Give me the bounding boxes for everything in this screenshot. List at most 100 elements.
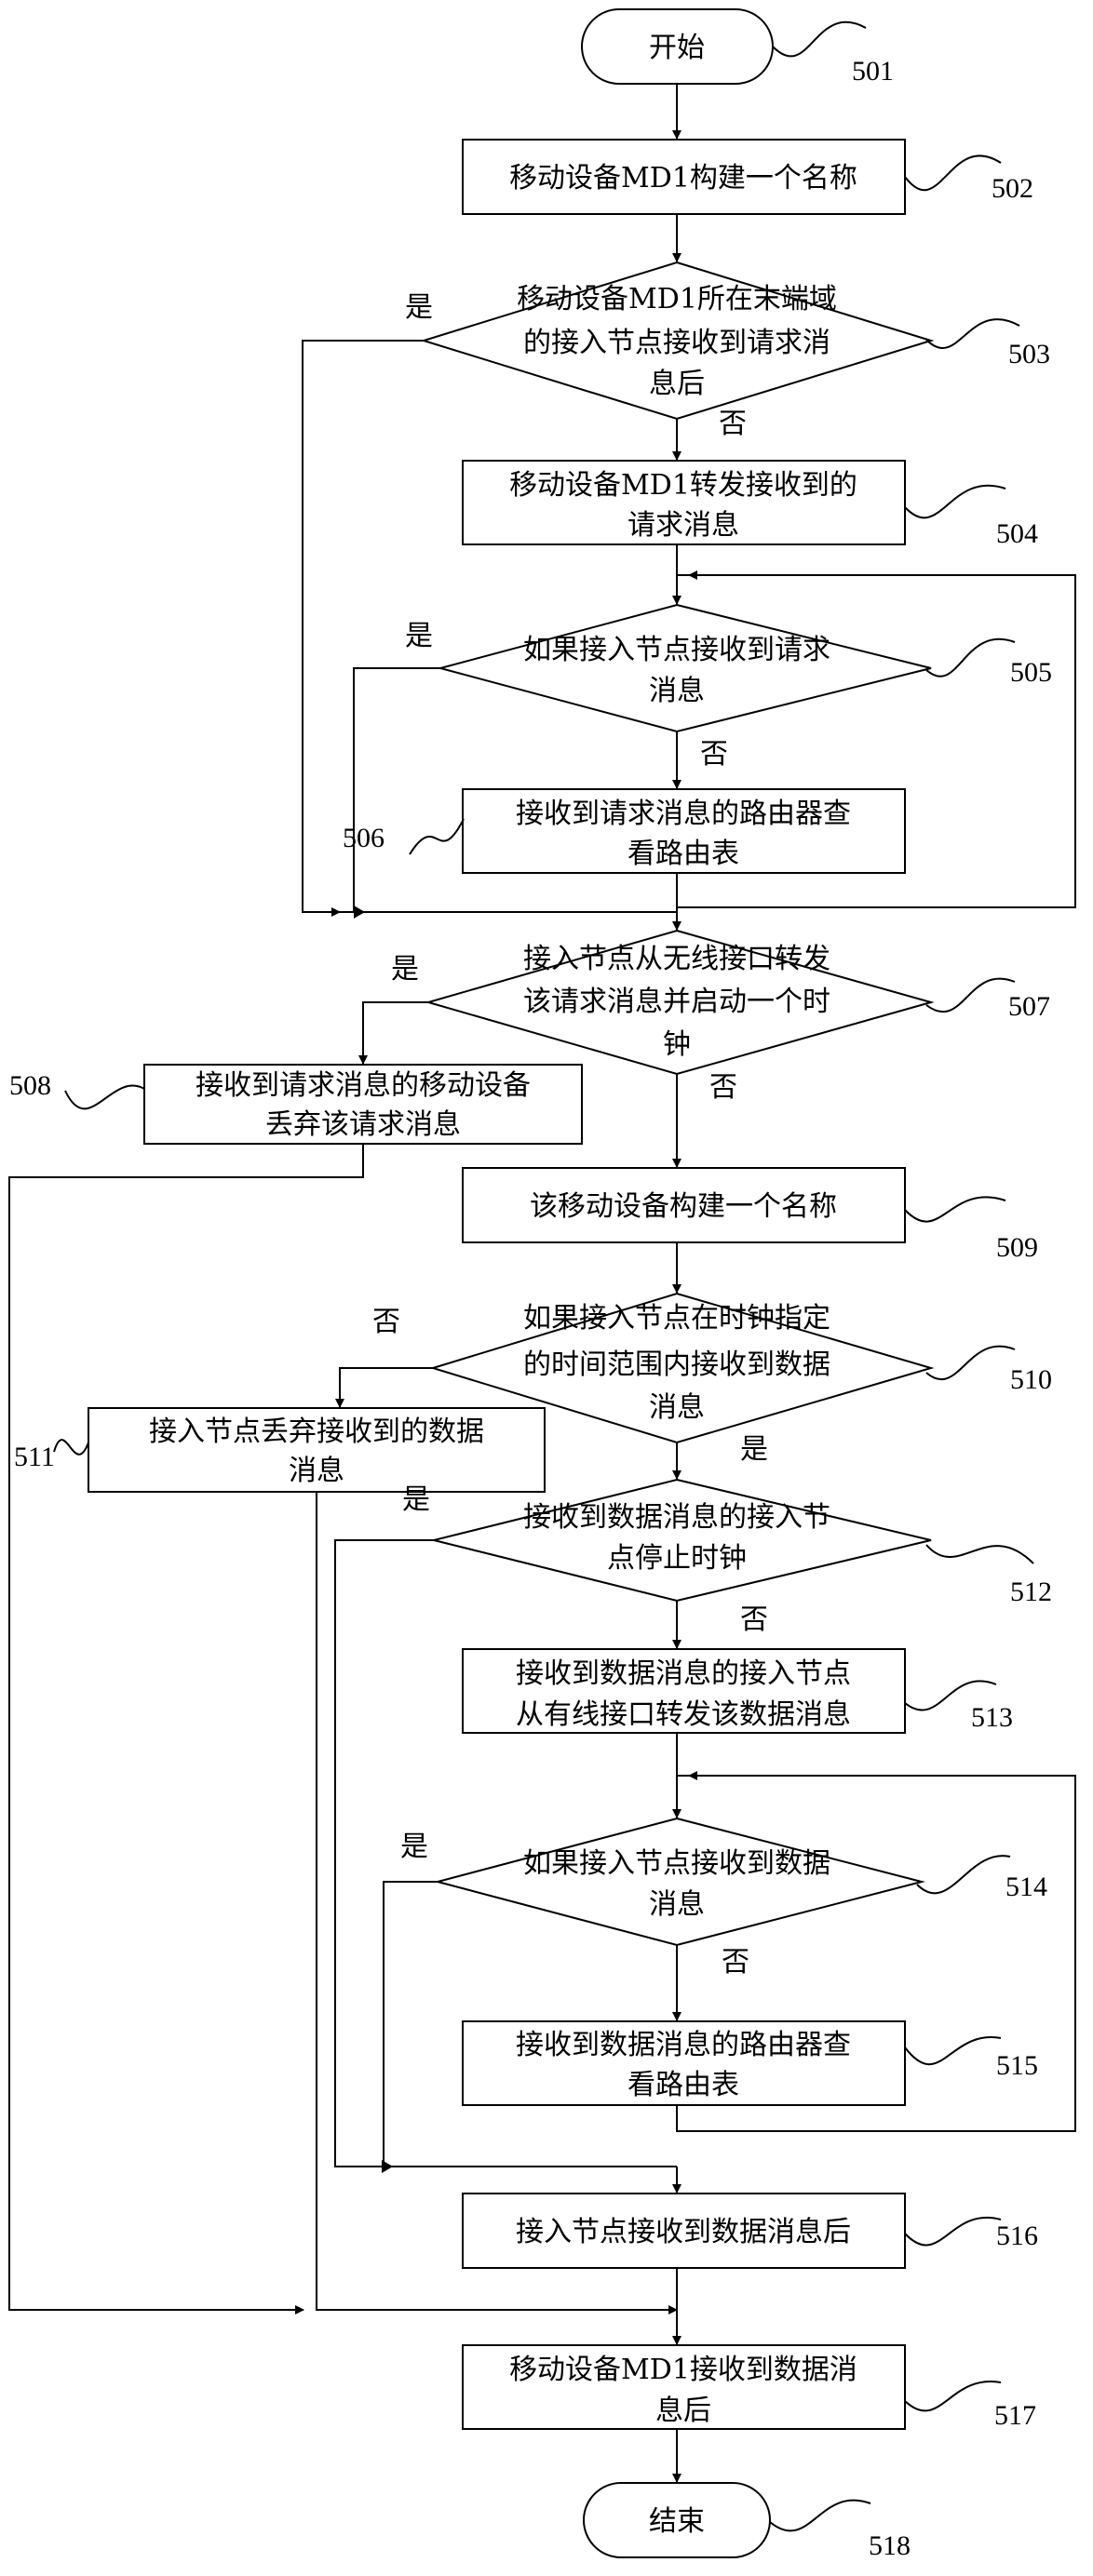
step-502-box <box>462 139 906 215</box>
yes-label-514: 是 <box>400 1831 428 1863</box>
yes-path-512 <box>334 1539 677 2167</box>
decision-510-line-2: 的时间范围内接收到数据 <box>523 1348 830 1381</box>
start-label: 开始 <box>649 32 705 64</box>
merge-arrowhead <box>354 906 365 919</box>
ref-514: 514 <box>1005 1872 1047 1902</box>
leader-518 <box>769 2499 871 2532</box>
ref-505: 505 <box>1010 657 1052 688</box>
yes-path-505 <box>353 667 440 912</box>
no-path-510 <box>335 1367 433 1408</box>
leader-515 <box>904 2036 1002 2066</box>
leader-516 <box>904 2217 1002 2247</box>
step-502-text: 移动设备MD1构建一个名称 <box>509 162 857 195</box>
leader-502 <box>904 154 1002 192</box>
decision-514-line-2: 消息 <box>649 1888 705 1921</box>
ref-518: 518 <box>869 2530 911 2561</box>
step-504-line-2: 请求消息 <box>627 509 739 542</box>
step-515-line-1: 接收到数据消息的路由器查 <box>516 2029 851 2061</box>
step-504-line-1: 移动设备MD1转发接收到的 <box>509 469 857 502</box>
leader-507 <box>925 977 1016 1013</box>
yes-path-503 <box>302 340 424 917</box>
ref-501: 501 <box>852 56 894 87</box>
leader-508 <box>64 1084 145 1110</box>
loop-506-to-505 <box>688 570 1076 908</box>
ref-512: 512 <box>1010 1576 1052 1607</box>
step-508-line-2: 丢弃该请求消息 <box>265 1108 461 1141</box>
ref-503: 503 <box>1008 339 1050 369</box>
decision-507-line-1: 接入节点从无线接口转发 <box>523 943 830 975</box>
end-terminator <box>583 2482 771 2558</box>
ref-516: 516 <box>996 2220 1038 2251</box>
leader-505 <box>925 637 1016 678</box>
yes-path-507 <box>358 1001 428 1065</box>
leader-514 <box>916 1855 1011 1895</box>
decision-512-line-2: 点停止时钟 <box>607 1542 747 1575</box>
step-517-box <box>462 2344 906 2430</box>
leader-513 <box>904 1680 997 1711</box>
decision-505-line-1: 如果接入节点接收到请求 <box>523 634 830 666</box>
end-label: 结束 <box>649 2505 705 2538</box>
no-label-510: 否 <box>372 1306 400 1338</box>
no-label-505: 否 <box>700 738 728 771</box>
leader-504 <box>904 484 1006 519</box>
ref-504: 504 <box>996 518 1038 549</box>
no-label-507: 否 <box>709 1071 737 1104</box>
leader-510 <box>925 1345 1016 1381</box>
yes-label-512: 是 <box>402 1483 430 1516</box>
decision-505 <box>437 603 932 733</box>
step-513-line-2: 从有线接口转发该数据消息 <box>516 1698 851 1731</box>
ref-508: 508 <box>9 1070 51 1101</box>
decision-507-line-3: 钟 <box>663 1028 691 1061</box>
step-506-line-1: 接收到请求消息的路由器查 <box>516 798 851 830</box>
decision-512 <box>433 1478 932 1603</box>
step-517-line-2: 息后 <box>655 2395 711 2427</box>
step-509-text: 该移动设备构建一个名称 <box>530 1190 837 1223</box>
decision-505-line-2: 消息 <box>649 675 705 707</box>
decision-512-line-1: 接收到数据消息的接入节 <box>523 1501 830 1534</box>
decision-510-line-1: 如果接入节点在时钟指定 <box>523 1302 830 1335</box>
step-511-line-1: 接入节点丢弃接收到的数据 <box>149 1415 484 1448</box>
step-511-line-2: 消息 <box>289 1455 344 1487</box>
step-506-line-2: 看路由表 <box>627 838 739 870</box>
ref-506: 506 <box>343 823 385 853</box>
leader-511 <box>53 1439 89 1456</box>
decision-503-line-1: 移动设备MD1所在末端域 <box>517 283 837 315</box>
step-504-box <box>462 460 906 545</box>
decision-507-line-2: 该请求消息并启动一个时 <box>523 986 830 1018</box>
decision-503-line-3: 息后 <box>649 368 705 400</box>
ref-515: 515 <box>996 2050 1038 2081</box>
ref-513: 513 <box>971 1702 1013 1733</box>
step-509-box <box>462 1167 906 1243</box>
step-513-box <box>462 1648 906 1734</box>
leader-509 <box>904 1196 1006 1223</box>
yes-label-510: 是 <box>740 1433 768 1466</box>
decision-514 <box>434 1817 925 1947</box>
yes-path-514 <box>383 1881 438 2167</box>
step-513-line-1: 接收到数据消息的接入节点 <box>516 1657 851 1690</box>
yes-label-503: 是 <box>405 291 433 324</box>
no-label-512: 否 <box>740 1603 768 1636</box>
leader-512 <box>925 1544 1034 1564</box>
decision-510-line-3: 消息 <box>649 1391 705 1424</box>
step-516-text: 接入节点接收到数据消息后 <box>516 2216 851 2248</box>
step-508-box <box>143 1064 583 1145</box>
ref-502: 502 <box>992 173 1033 204</box>
leader-501 <box>772 20 867 58</box>
ref-507: 507 <box>1008 991 1050 1022</box>
path-508-down <box>8 1144 364 2314</box>
leader-506 <box>409 818 465 855</box>
merge-516-arrowhead <box>382 2160 393 2173</box>
step-511-box <box>88 1407 546 1493</box>
step-515-line-2: 看路由表 <box>627 2069 739 2101</box>
ref-511: 511 <box>14 1442 55 1472</box>
path-511-down <box>316 1492 678 2314</box>
yes-label-507: 是 <box>391 953 419 986</box>
step-506-box <box>462 788 906 874</box>
decision-503-line-2: 的接入节点接收到请求消 <box>523 327 830 359</box>
leader-503 <box>925 318 1020 349</box>
ref-510: 510 <box>1010 1364 1052 1395</box>
no-label-514: 否 <box>722 1946 749 1979</box>
loop-515-to-514 <box>676 1771 1076 2132</box>
step-515-box <box>462 2020 906 2106</box>
